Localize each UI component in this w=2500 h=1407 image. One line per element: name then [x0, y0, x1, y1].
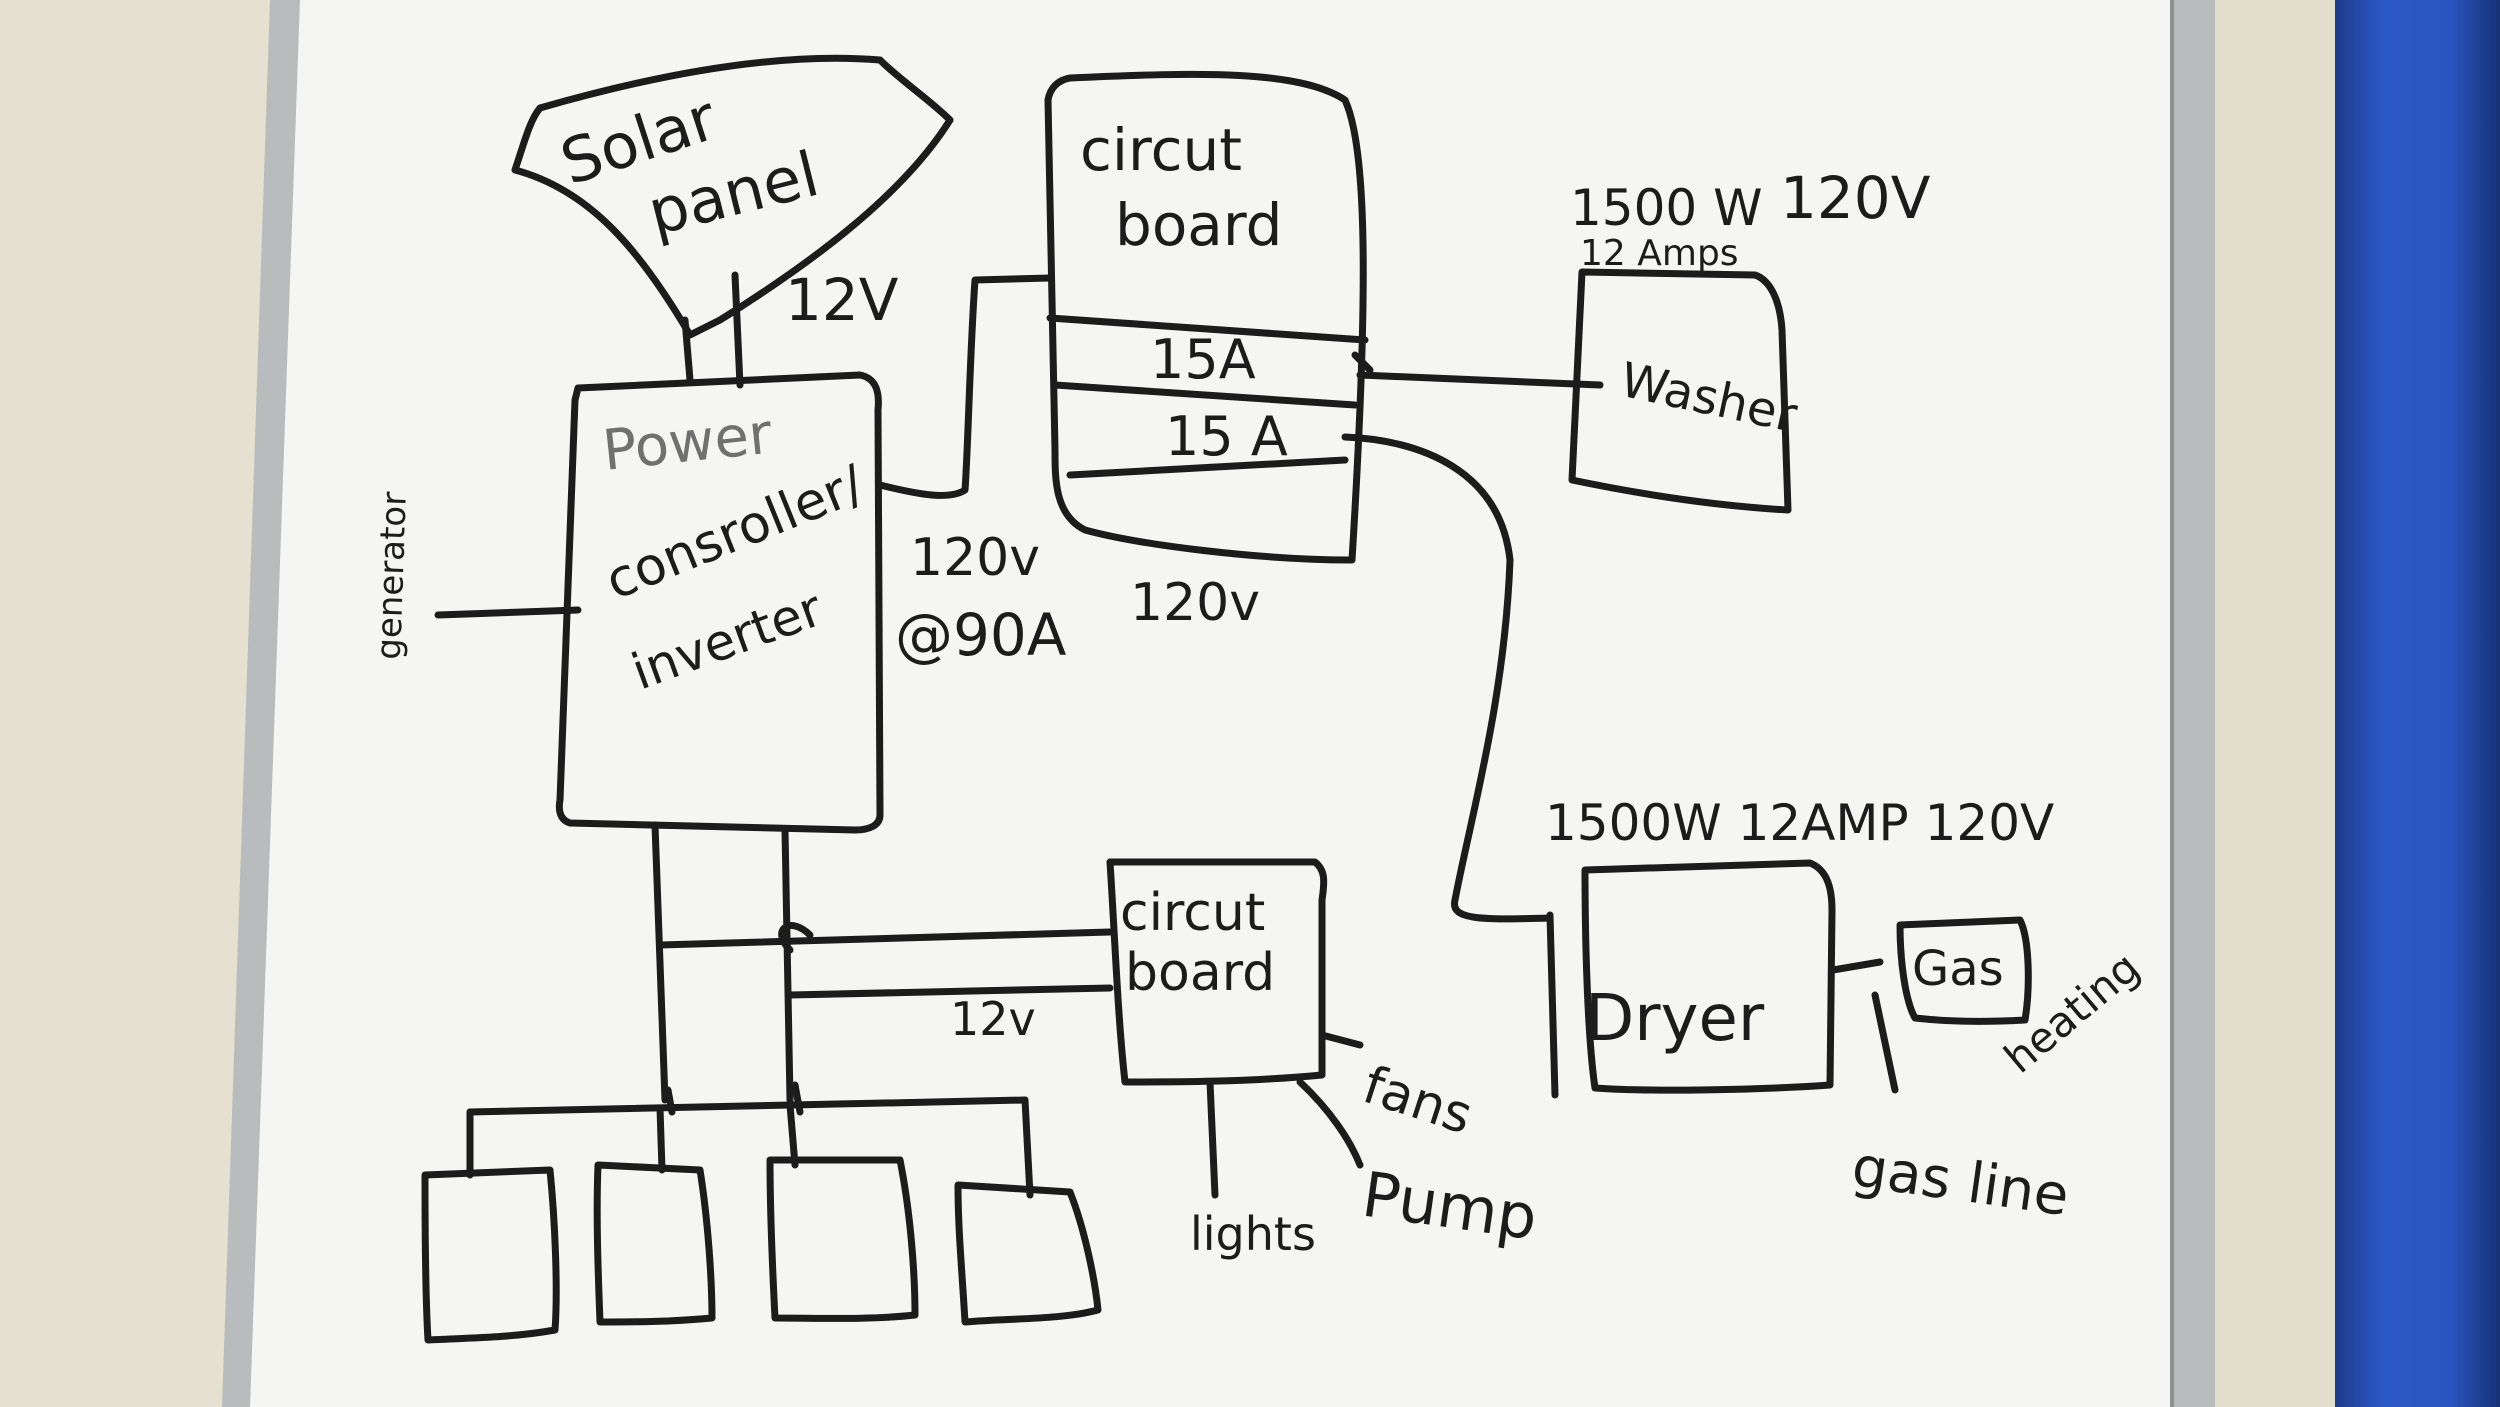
gas-box: [1896, 916, 2032, 1025]
top-circuit-board-voltage: 120v: [1130, 573, 1260, 633]
gas-label: Gas: [1912, 941, 2004, 997]
lights-label: lights: [1190, 1207, 1316, 1261]
whiteboard-surface: [250, 0, 2172, 1407]
solar-panel-shape: [511, 54, 954, 339]
battery-1: [421, 1166, 560, 1344]
top-circuit-board-label-1: circut: [1080, 116, 1242, 184]
controller-output-amps: @90A: [895, 601, 1067, 669]
breaker-divider-1: [1046, 314, 1369, 344]
bottom-circuit-board-label-1: circut: [1120, 883, 1265, 943]
bus-right: [781, 826, 794, 1104]
battery-drop-2: [656, 1104, 666, 1174]
breaker-stub-1: [1351, 351, 1374, 374]
lights-wire: [1206, 1078, 1219, 1199]
wall-left: [0, 0, 270, 1407]
wire-to-bottom-board-top: [656, 928, 1114, 949]
washer-watts-label: 1500 W: [1570, 179, 1763, 237]
dryer-box: [1581, 859, 1836, 1094]
breaker-2-label: 15 A: [1165, 405, 1288, 468]
top-circuit-board-box: [1044, 70, 1367, 564]
battery-bus-bar: [466, 1096, 1029, 1116]
bus-left: [651, 821, 669, 1104]
bottom-circuit-board-box: [1106, 858, 1328, 1086]
battery-drop-3: [786, 1101, 799, 1169]
blue-door-frame: [2335, 0, 2500, 1407]
controller-to-circuit-wire: [876, 274, 1054, 499]
battery-3: [766, 1156, 919, 1322]
solar-wire-left: [681, 316, 694, 384]
top-circuit-board-label-2: board: [1115, 191, 1283, 259]
washer-amps-label: 12 Amps: [1580, 233, 1739, 274]
solar-wire-right: [731, 271, 744, 389]
washer-box: [1568, 268, 1792, 514]
dryer-gas-connector: [1829, 958, 1884, 974]
controller-output-voltage: 120v: [910, 528, 1040, 588]
battery-4: [954, 1181, 1102, 1326]
dryer-specs-label: 1500W 12AMP 120V: [1545, 794, 2054, 852]
breaker-1-label: 15A: [1150, 328, 1256, 391]
battery-tick-1: [664, 1086, 676, 1116]
breaker-divider-3: [1066, 456, 1349, 479]
battery-drop-4: [1021, 1096, 1034, 1199]
gas-line: [1871, 991, 1899, 1094]
battery-tick-2: [791, 1081, 804, 1116]
generator-label: generator: [369, 491, 415, 660]
washer-wire: [1356, 371, 1604, 389]
power-controller-box: [555, 371, 884, 834]
battery-voltage-label: 12v: [950, 992, 1036, 1046]
fans-wire: [1318, 1031, 1364, 1049]
wall-right: [2210, 0, 2335, 1407]
battery-2: [593, 1161, 716, 1326]
dryer-wire: [1341, 433, 1554, 923]
solar-voltage-label: 12V: [785, 266, 899, 334]
breaker-divider-2: [1051, 381, 1359, 409]
pump-wire: [1296, 1078, 1364, 1169]
generator-wire: [434, 606, 582, 619]
washer-volts-label: 120V: [1780, 164, 1931, 232]
bottom-circuit-board-label-2: board: [1125, 943, 1275, 1003]
wire-to-bottom-board-bottom: [786, 984, 1114, 999]
dryer-label: Dryer: [1585, 982, 1765, 1056]
dryer-left-edge: [1546, 911, 1559, 1099]
